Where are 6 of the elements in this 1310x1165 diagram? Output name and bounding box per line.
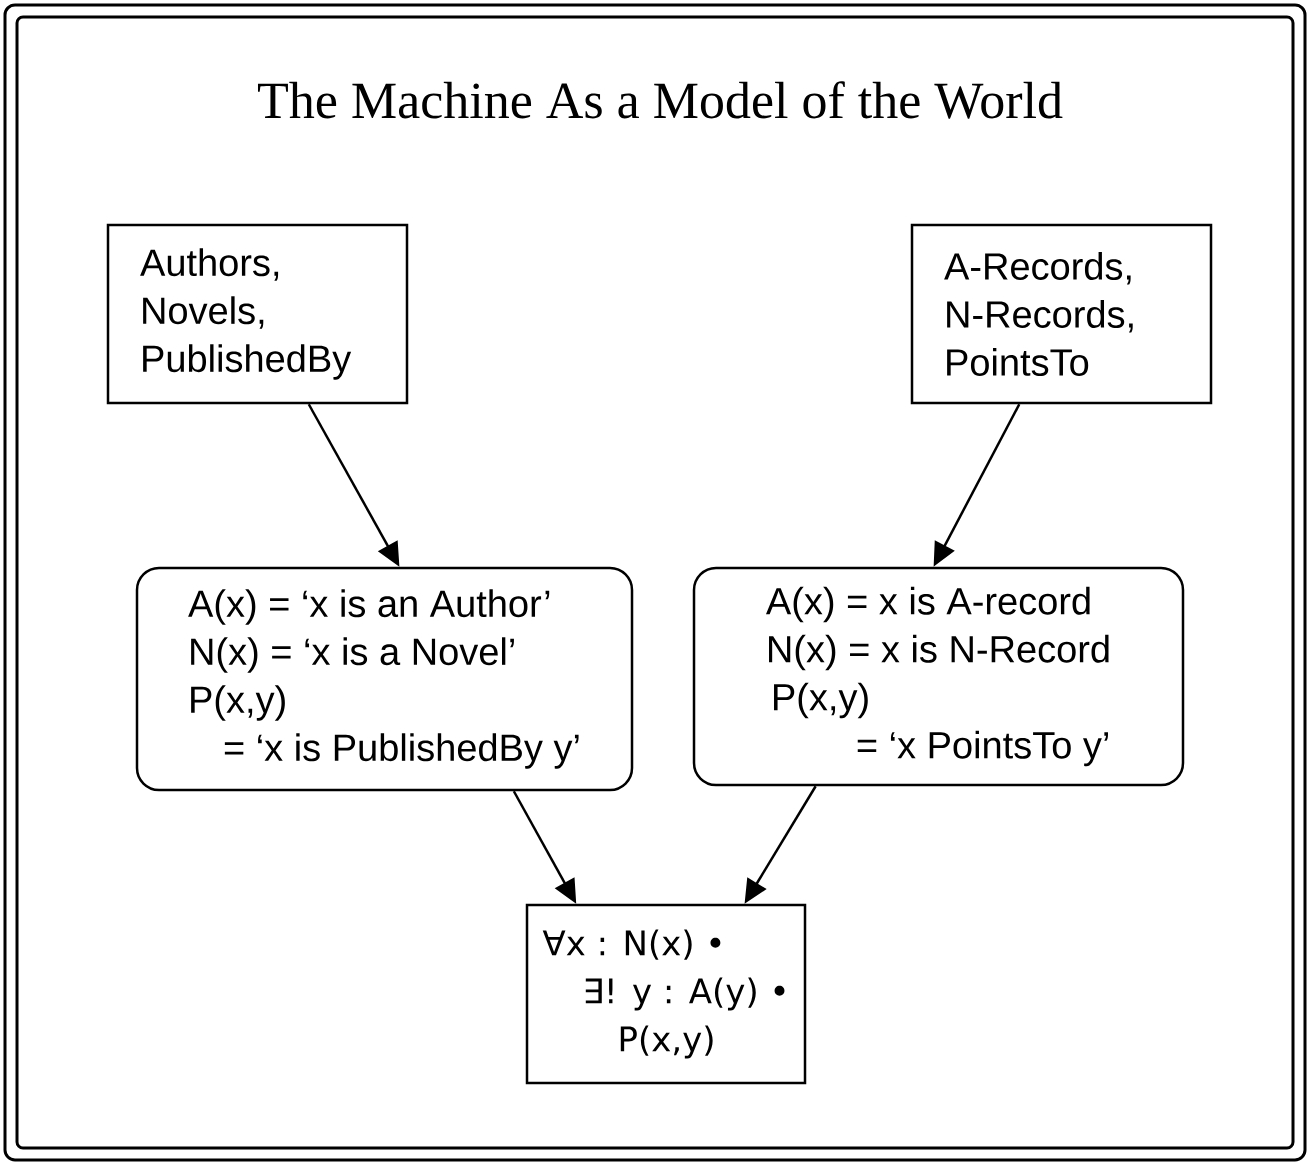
- text-box: Authors, Novels, PublishedBy: [106, 223, 409, 405]
- text-box: ∀x : N(x) • ∃! y : A(y) • P(x,y): [525, 903, 807, 1085]
- title: The Machine As a Model of the World: [258, 81, 1063, 119]
- text-box: A-Records, N-Records, PointsTo: [910, 223, 1213, 405]
- rounded-box: A(x) = x is A-record N(x) = x is N-Record P(x,y) = ‘x PointsTo y’: [692, 566, 1185, 787]
- rounded-box: A(x) = ‘x is an Author’ N(x) = ‘x is a Novel’ P(x,y) = ‘x is PublishedBy y’: [135, 566, 634, 792]
